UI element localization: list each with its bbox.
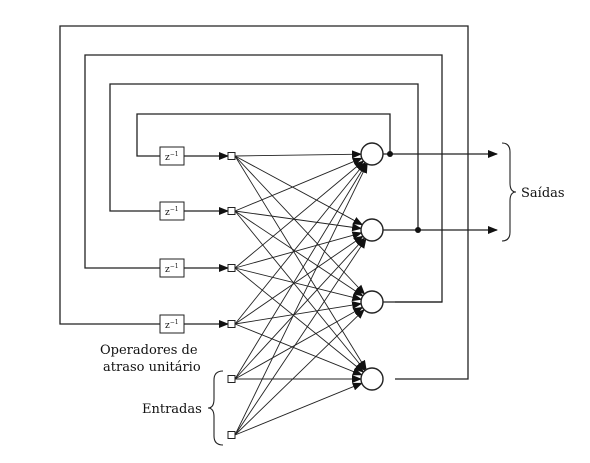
delay-operator-1: z−1 [159,146,185,166]
external-input-node-2 [227,431,236,439]
delay-3-exponent: −1 [170,263,179,270]
connection-node-1-to-neuron-2 [234,155,364,226]
inputs-brace [207,370,224,446]
connection-node-6-to-neuron-3 [234,309,365,436]
connection-node-4-to-neuron-4 [234,323,363,376]
connection-node-4-to-neuron-1 [234,161,366,325]
feedback-loop-neuron-2 [109,83,419,230]
connection-node-1-to-neuron-1 [234,150,362,159]
connection-node-2-to-neuron-3 [234,210,364,297]
fan-in-connections [234,150,368,436]
delay-1-exponent: −1 [170,151,179,158]
outputs-brace [501,142,517,242]
delay-operator-2: z−1 [159,201,185,221]
svg-text:z−1: z−1 [165,319,179,331]
connection-node-5-to-neuron-2 [234,237,366,380]
connection-node-6-to-neuron-4 [234,382,363,436]
delay-operator-4: z−1 [159,314,185,334]
neuron-2 [360,218,384,242]
connection-node-2-to-neuron-2 [234,210,363,232]
svg-text:z−1: z−1 [165,206,179,218]
neuron-1 [360,142,384,166]
connection-node-5-to-neuron-3 [234,306,364,380]
delay-2-exponent: −1 [170,206,179,213]
feedback-loop-neuron-4 [59,25,469,380]
external-input-node-1 [227,375,236,383]
input-node-4 [227,320,236,328]
outputs-label: Saídas [521,186,565,201]
neuron-4 [360,367,384,391]
connection-node-5-to-neuron-1 [234,162,367,380]
connection-node-1-to-neuron-4 [234,155,367,371]
junction-dot-output-2 [415,227,421,233]
connection-node-3-to-neuron-4 [234,267,365,373]
feedback-loop-neuron-3 [84,54,443,303]
neuron-3 [360,290,384,314]
delay-2-base: z [165,208,170,218]
input-node-1 [227,152,236,160]
input-node-2 [227,207,236,215]
delay-operators-label-line1: Operadores de [100,343,198,358]
connection-node-3-to-neuron-2 [234,231,363,269]
connection-node-2-to-neuron-4 [234,210,366,372]
delay-operators-label-line2: atraso unitário [103,360,201,375]
connection-node-6-to-neuron-2 [234,238,367,436]
connection-node-1-to-neuron-3 [234,155,366,295]
svg-text:z−1: z−1 [165,263,179,275]
inputs-label: Entradas [142,402,202,417]
connection-node-3-to-neuron-3 [234,267,363,302]
input-node-3 [227,264,236,272]
connection-node-2-to-neuron-1 [234,157,363,212]
junction-dot-output-1 [387,151,393,157]
connection-node-3-to-neuron-1 [234,160,365,269]
svg-text:z−1: z−1 [165,151,179,163]
connection-node-4-to-neuron-3 [234,301,363,325]
delay-4-exponent: −1 [170,319,179,326]
feedback-loop-neuron-1 [136,113,391,157]
delay-3-base: z [165,265,170,275]
connection-node-6-to-neuron-1 [234,163,368,436]
delay-operator-3: z−1 [159,258,185,278]
delay-1-base: z [165,153,170,163]
delay-4-base: z [165,321,170,331]
connection-node-4-to-neuron-2 [234,235,364,325]
